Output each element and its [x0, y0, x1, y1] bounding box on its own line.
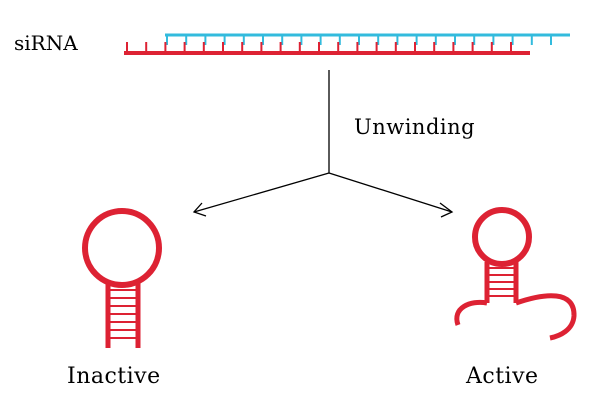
unwinding-label: Unwinding — [354, 115, 476, 139]
sirna-duplex — [124, 33, 570, 55]
cyan-strand-bases — [166, 35, 552, 45]
inactive-hairpin — [82, 208, 162, 348]
active-hairpin — [454, 207, 577, 341]
active-loop — [472, 207, 532, 267]
inactive-stem-rungs — [108, 289, 138, 339]
right-branch-line — [328, 172, 453, 213]
active-left-tail — [454, 299, 488, 326]
left-arrowhead — [192, 202, 207, 217]
sirna-label: siRNA — [14, 31, 78, 55]
active-right-tail — [515, 293, 577, 341]
red-strand-bases — [126, 42, 512, 53]
right-arrowhead — [439, 202, 454, 218]
active-stem-rungs — [487, 267, 516, 297]
inactive-loop — [82, 208, 162, 288]
active-label: Active — [466, 364, 539, 389]
unwinding-arrows — [192, 70, 454, 218]
left-branch-line — [193, 172, 330, 213]
inactive-label: Inactive — [67, 364, 161, 389]
